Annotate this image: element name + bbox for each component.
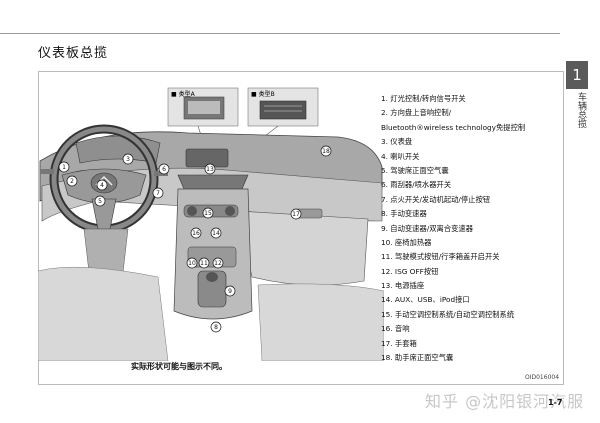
list-item: 3. 仪表盘 (381, 137, 413, 147)
list-item: 4. 喇叭开关 (381, 151, 420, 161)
callout-18: 18 (322, 148, 330, 155)
inset-label-a: ■ 类型A (171, 90, 196, 98)
callout-15: 15 (204, 210, 212, 217)
header-rule (0, 33, 560, 34)
callout-3: 3 (126, 156, 130, 163)
list-item: 5. 驾驶席正面空气囊 (381, 165, 449, 175)
list-item: 12. ISG OFF按钮 (381, 266, 439, 276)
callout-10: 10 (188, 260, 196, 267)
chapter-number-tab: 1 (566, 61, 588, 89)
callout-1: 1 (62, 164, 66, 171)
callout-11: 11 (200, 260, 208, 267)
callout-5: 5 (98, 198, 102, 205)
callout-17: 17 (292, 211, 300, 218)
figure-frame (38, 71, 564, 385)
list-item: 17. 手套箱 (381, 338, 417, 348)
list-item: 11. 驾驶模式按钮/行李箱盖开启开关 (381, 252, 500, 262)
callout-2: 2 (70, 178, 74, 185)
callout-16: 16 (192, 230, 200, 237)
inset-type-a: ■ 类型A (167, 87, 239, 127)
disclaimer-note: 实际形状可能与图示不同。 (131, 362, 227, 371)
list-item: 2. 方向盘上音响控制/ (381, 108, 452, 118)
callout-6: 6 (162, 166, 166, 173)
list-item: 1. 灯光控制/转向信号开关 (381, 94, 466, 103)
callout-12: 12 (214, 260, 222, 267)
callout-14: 14 (212, 230, 220, 237)
list-item: 15. 手动空调控制系统/自动空调控制系统 (381, 309, 515, 319)
chapter-label: 车辆总揽 (576, 92, 586, 128)
page-title: 仪表板总揽 (38, 46, 109, 61)
list-item: 18. 助手席正面空气囊 (381, 353, 454, 363)
callout-13: 13 (206, 166, 214, 173)
list-item: 9. 自动变速器/双离合变速器 (381, 223, 474, 233)
list-item: Bluetooth®wireless technology免提控制 (381, 122, 526, 132)
dashboard-illustration: ■ 类型A ■ 类型B (38, 87, 384, 361)
callout-4: 4 (100, 182, 104, 189)
list-item: 10. 座椅加热器 (381, 237, 432, 247)
list-item: 14. AUX、USB、iPod接口 (381, 295, 470, 305)
inset-label-b: ■ 类型B (251, 90, 275, 98)
list-item: 8. 手动变速器 (381, 209, 427, 219)
inset-type-b: ■ 类型B (247, 87, 319, 127)
list-item: 13. 电源插座 (381, 281, 425, 291)
callout-9: 9 (228, 288, 232, 295)
callout-7: 7 (156, 190, 160, 197)
list-item: 6. 雨刮器/喷水器开关 (381, 180, 452, 190)
watermark: 知乎 @沈阳银河汽服 (425, 392, 585, 411)
component-list: 1. 灯光控制/转向信号开关 2. 方向盘上音响控制/ Bluetooth®wi… (381, 92, 525, 365)
list-item: 7. 点火开关/发动机起动/停止按钮 (381, 194, 491, 204)
figure-code: OID016004 (525, 374, 560, 381)
list-item: 16. 音响 (381, 324, 410, 334)
page-number: 1-7 (548, 398, 563, 407)
callout-8: 8 (214, 324, 218, 331)
